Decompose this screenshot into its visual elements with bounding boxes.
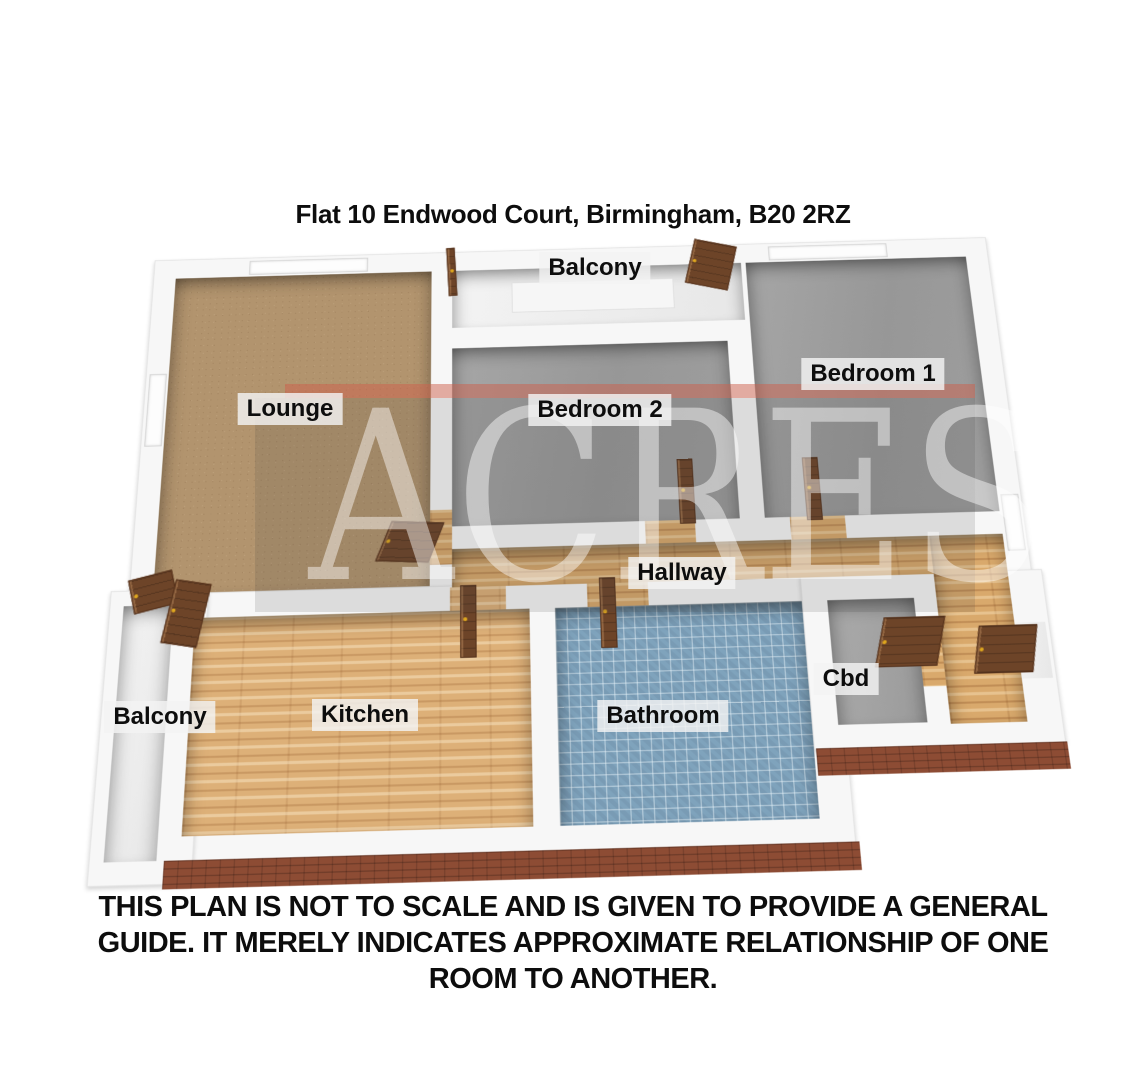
disclaimer-line-3: ROOM TO ANOTHER. — [428, 963, 718, 995]
bedroom2-label: Bedroom 2 — [528, 394, 672, 426]
front-wall-brick-right — [816, 741, 1072, 776]
kitchen-doorway — [449, 585, 507, 611]
disclaimer-line-1: THIS PLAN IS NOT TO SCALE AND IS GIVEN T… — [98, 891, 1048, 923]
entrance-door — [974, 623, 1038, 674]
balcony-top-door — [684, 238, 737, 291]
disclaimer-line-2: GUIDE. IT MERELY INDICATES APPROXIMATE R… — [97, 927, 1049, 959]
cbd-label: Cbd — [813, 663, 879, 695]
kitchen-label: Kitchen — [311, 699, 419, 731]
bathroom-label: Bathroom — [597, 700, 729, 732]
balcony-top-label: Balcony — [539, 252, 651, 284]
bedroom2-floor — [452, 340, 740, 527]
cbd-door — [875, 615, 946, 668]
bedroom1-label: Bedroom 1 — [801, 358, 945, 390]
lounge-label: Lounge — [237, 393, 343, 425]
bathroom-door — [598, 577, 618, 649]
plan-title: Flat 10 Endwood Court, Birmingham, B20 2… — [295, 199, 851, 229]
hallway-label: Hallway — [628, 557, 736, 589]
disclaimer-text: THIS PLAN IS NOT TO SCALE AND IS GIVEN T… — [0, 889, 1146, 997]
floor-plan-3d — [86, 233, 1072, 890]
floor-plan — [86, 192, 1072, 890]
kitchen-door — [460, 584, 477, 659]
balcony-bottom-label: Balcony — [104, 701, 216, 733]
